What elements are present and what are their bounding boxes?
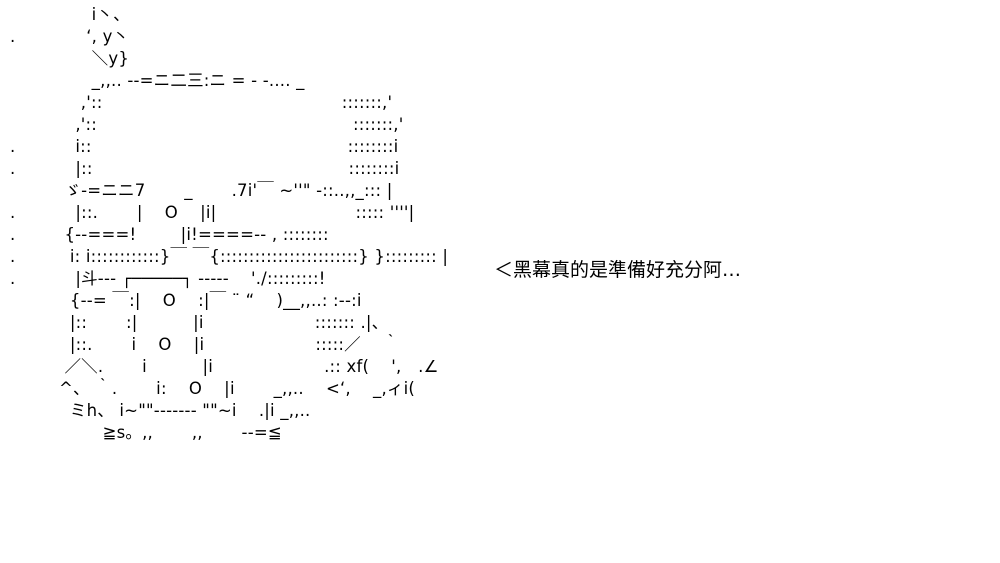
- art-line: |:: :| |i ::::::: .|、: [10, 313, 389, 332]
- art-line: . |:: ::::::::i: [10, 159, 400, 178]
- art-line: . i:: ::::::::i: [10, 137, 399, 156]
- art-line: ,':: :::::::,': [10, 93, 393, 112]
- art-line: {--= ￣:| O :|￣ ¨ “ )__,,..: :--:i: [10, 291, 362, 310]
- art-line: ／＼. i |i .:: xf( ', .∠: [10, 357, 439, 376]
- art-line: . {--===! |i!====-- , ::::::::: [10, 225, 329, 244]
- art-line: _,,.. --=ニ二三:ニ = - -.... _: [10, 71, 305, 90]
- art-line: . |斗--- ┌─────┐ ----- './:::::::::!: [10, 269, 326, 288]
- art-line: ,':: :::::::,': [10, 115, 404, 134]
- art-line: ＼y}: [10, 49, 130, 68]
- art-line: ミh、 i~""------- ""~i .|i _,,..: [10, 401, 311, 420]
- art-line: |::. i O |i :::::／ ｀: [10, 335, 400, 354]
- art-line: i丶、: [10, 5, 130, 24]
- art-line: ゞ-=ニニ7 _ .7i'￣ ~''" -::..,,_::: |: [10, 181, 393, 200]
- ascii-art: i丶、 . ‘, y丶 ＼y} _,,.. --=ニ二三:ニ = - -....…: [10, 4, 448, 444]
- art-line: . i: i::::::::::::}￣ ￣{:::::::::::::::::…: [10, 247, 449, 266]
- art-line: ≧s。,, ,, --=≦: [10, 423, 282, 442]
- speech-text: ＜黑幕真的是準備好充分阿…: [494, 259, 742, 281]
- art-line: . ‘, y丶: [10, 27, 130, 46]
- art-line: . |::. | O |i| ::::: ''''|: [10, 203, 415, 222]
- art-line: ^、 ｀. i: O |i _,,.. <‘, _,ィi(: [10, 379, 416, 398]
